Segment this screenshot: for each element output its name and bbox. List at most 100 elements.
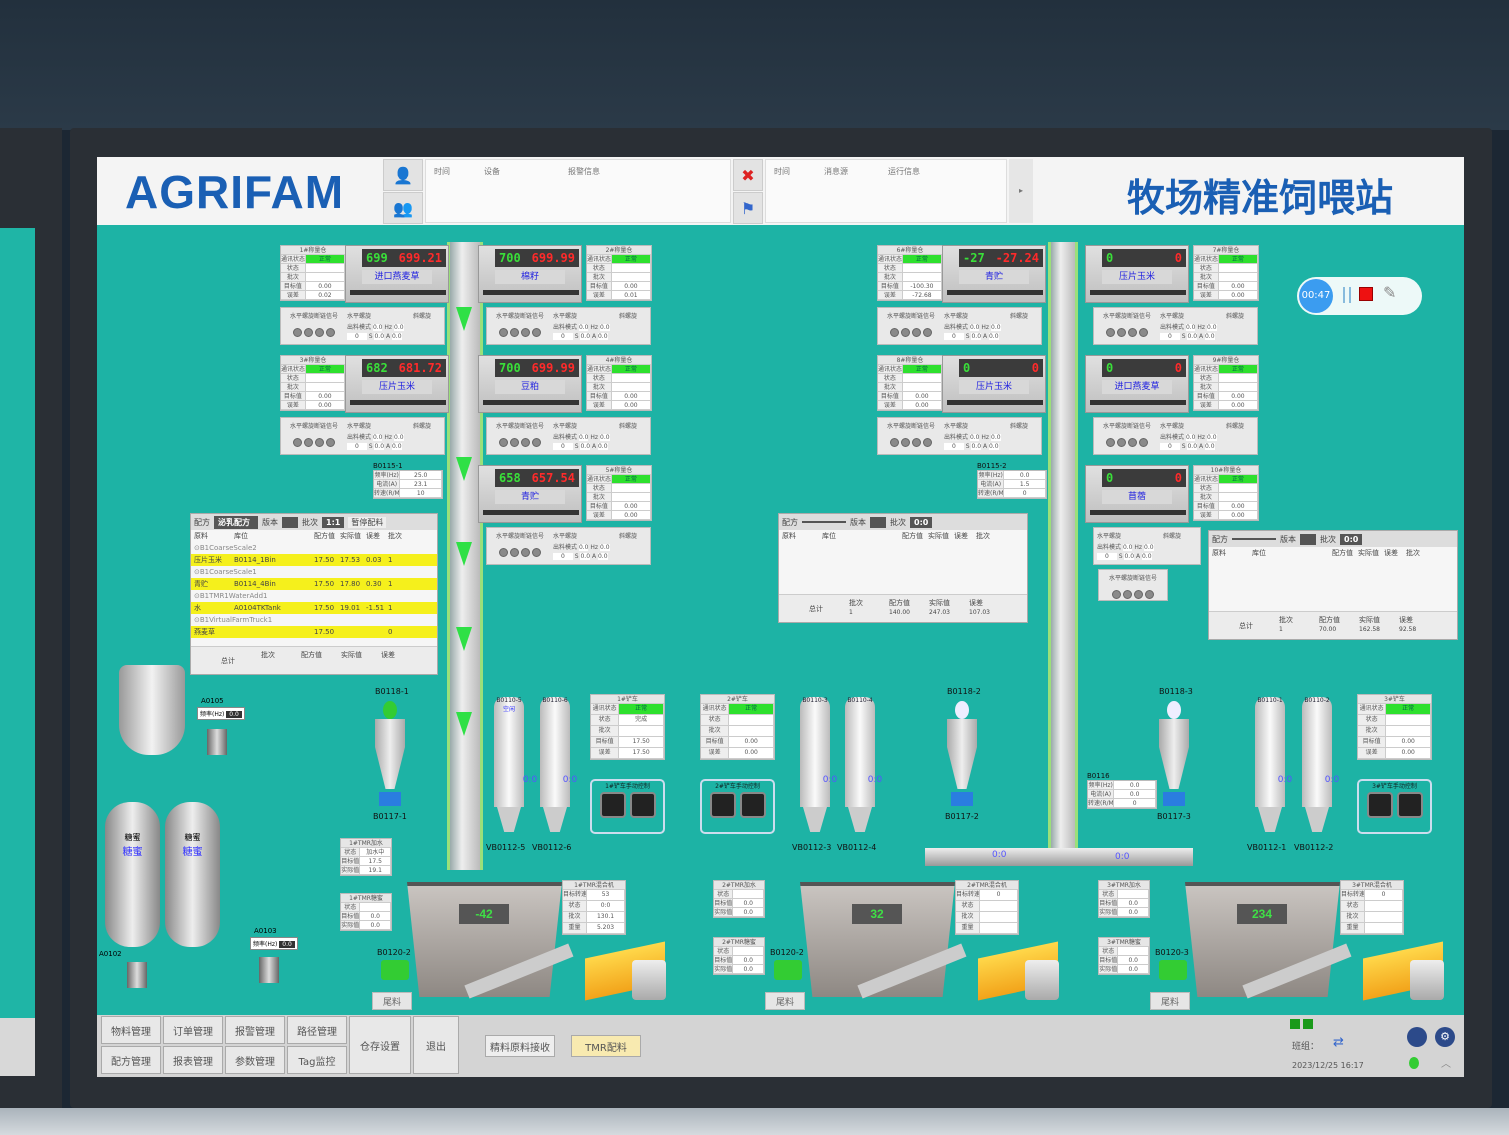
recipe-group[interactable]: ⊙ B1CoarseScale1 bbox=[194, 568, 257, 576]
stop-icon[interactable] bbox=[1359, 287, 1373, 301]
nav-item[interactable]: 报表管理 bbox=[163, 1046, 223, 1074]
tmr-mixer[interactable]: 32 bbox=[800, 882, 955, 997]
incline-current: 0.0 bbox=[988, 333, 999, 340]
clear-alarm-icon[interactable]: ✖ bbox=[733, 159, 763, 191]
rotary-switch[interactable] bbox=[1396, 792, 1423, 818]
nav-item[interactable]: 物料管理 bbox=[101, 1016, 161, 1044]
user-icon[interactable]: 👤 bbox=[383, 159, 423, 191]
label: 目标转速 bbox=[956, 890, 981, 900]
valve-label: VB0112-5 bbox=[486, 843, 526, 852]
valve-label: VB0112-3 bbox=[792, 843, 832, 852]
nav-item[interactable]: 报警管理 bbox=[225, 1016, 285, 1044]
rotary-switch[interactable] bbox=[1366, 792, 1393, 818]
fan-icon[interactable] bbox=[955, 701, 969, 719]
nav-item[interactable]: 配方管理 bbox=[101, 1046, 161, 1074]
tab-material-receive[interactable]: 精料原料接收 bbox=[485, 1035, 555, 1057]
fan-icon[interactable] bbox=[1167, 701, 1181, 719]
nav-item[interactable]: 参数管理 bbox=[225, 1046, 285, 1074]
rotary-switch[interactable] bbox=[599, 792, 626, 818]
storage-settings-button[interactable]: 仓存设置 bbox=[349, 1016, 411, 1074]
value: 0.0 bbox=[733, 899, 764, 907]
rotary-switch[interactable] bbox=[709, 792, 736, 818]
tail-material-button[interactable]: 尾料 bbox=[372, 992, 412, 1010]
error-value: 0.00 bbox=[305, 401, 345, 409]
error-value: 0.00 bbox=[611, 511, 651, 519]
settings-icon[interactable]: ⚙ bbox=[1435, 1027, 1455, 1047]
screw-id: B0115-1 bbox=[373, 462, 403, 470]
tail-material-button[interactable]: 尾料 bbox=[1150, 992, 1190, 1010]
nav-item[interactable]: Tag监控 bbox=[287, 1046, 347, 1074]
acknowledge-icon[interactable]: ⚑ bbox=[733, 192, 763, 224]
rotary-switch[interactable] bbox=[739, 792, 766, 818]
event-grid[interactable]: 时间 消息源 运行信息 bbox=[765, 159, 1007, 223]
horiz-freq: 0.0 bbox=[578, 324, 589, 331]
loader-label: 通讯状态 bbox=[1358, 704, 1387, 714]
loader-label: 误差 bbox=[701, 748, 730, 758]
nav-item[interactable]: 订单管理 bbox=[163, 1016, 223, 1044]
loader-label: 通讯状态 bbox=[591, 704, 620, 714]
rotary-switch[interactable] bbox=[629, 792, 656, 818]
incline-freq: 0.0 bbox=[394, 434, 404, 441]
recipe-group[interactable]: ⊙ B1TMR1WaterAdd1 bbox=[194, 592, 268, 600]
scale-setpoint: 0 bbox=[1174, 471, 1182, 485]
signal-lamp bbox=[901, 328, 910, 337]
target-value: 0.00 bbox=[1218, 392, 1258, 400]
scroll-icon[interactable]: ▸ bbox=[1009, 159, 1033, 223]
valve-label: VB0112-2 bbox=[1294, 843, 1334, 852]
label-output-mode: 出料模式 bbox=[347, 434, 372, 441]
signal-lamp bbox=[1128, 328, 1137, 337]
exit-button[interactable]: 退出 bbox=[413, 1016, 459, 1074]
label: 实际值 bbox=[714, 965, 734, 973]
alarm-col-message: 报警信息 bbox=[568, 167, 600, 176]
pause-icon[interactable] bbox=[1343, 287, 1351, 303]
alarm-grid[interactable]: 时间 设备 报警信息 bbox=[425, 159, 731, 223]
screw-label: 电流(A) bbox=[1088, 790, 1115, 798]
material-name: 苜蓿 bbox=[1102, 490, 1172, 504]
incline-current: 0.0 bbox=[597, 333, 608, 340]
silo-value: 0:0 bbox=[1324, 775, 1340, 785]
horiz-freq: 0.0 bbox=[1185, 324, 1196, 331]
pencil-icon[interactable]: ✎ bbox=[1383, 283, 1397, 302]
weigh-scale[interactable]: -27-27.24 青贮 bbox=[942, 245, 1046, 303]
pause-button[interactable]: 暂停配料 bbox=[348, 516, 387, 528]
recipe-group[interactable]: ⊙ B1VirtualFarmTruck1 bbox=[194, 616, 273, 624]
tail-material-button[interactable]: 尾料 bbox=[765, 992, 805, 1010]
collapse-icon[interactable]: ︿ bbox=[1441, 1059, 1451, 1070]
unit-s: S bbox=[965, 443, 970, 450]
flow-direction-icon bbox=[456, 712, 472, 736]
recipe-group[interactable]: ⊙ B1CoarseScale2 bbox=[194, 544, 257, 552]
keyboard-icon[interactable] bbox=[1407, 1027, 1427, 1047]
tab-tmr-batching[interactable]: TMR配料 bbox=[571, 1035, 641, 1057]
nav-item[interactable]: 路径管理 bbox=[287, 1016, 347, 1044]
signal-lamp bbox=[1139, 438, 1148, 447]
page-title: 牧场精准饲喂站 bbox=[1127, 176, 1394, 220]
users-icon[interactable]: 👥 bbox=[383, 192, 423, 224]
shift-switch-icon[interactable]: ⇄ bbox=[1333, 1035, 1344, 1050]
fan-icon[interactable] bbox=[383, 701, 397, 719]
run-time: 0 bbox=[1160, 333, 1180, 340]
